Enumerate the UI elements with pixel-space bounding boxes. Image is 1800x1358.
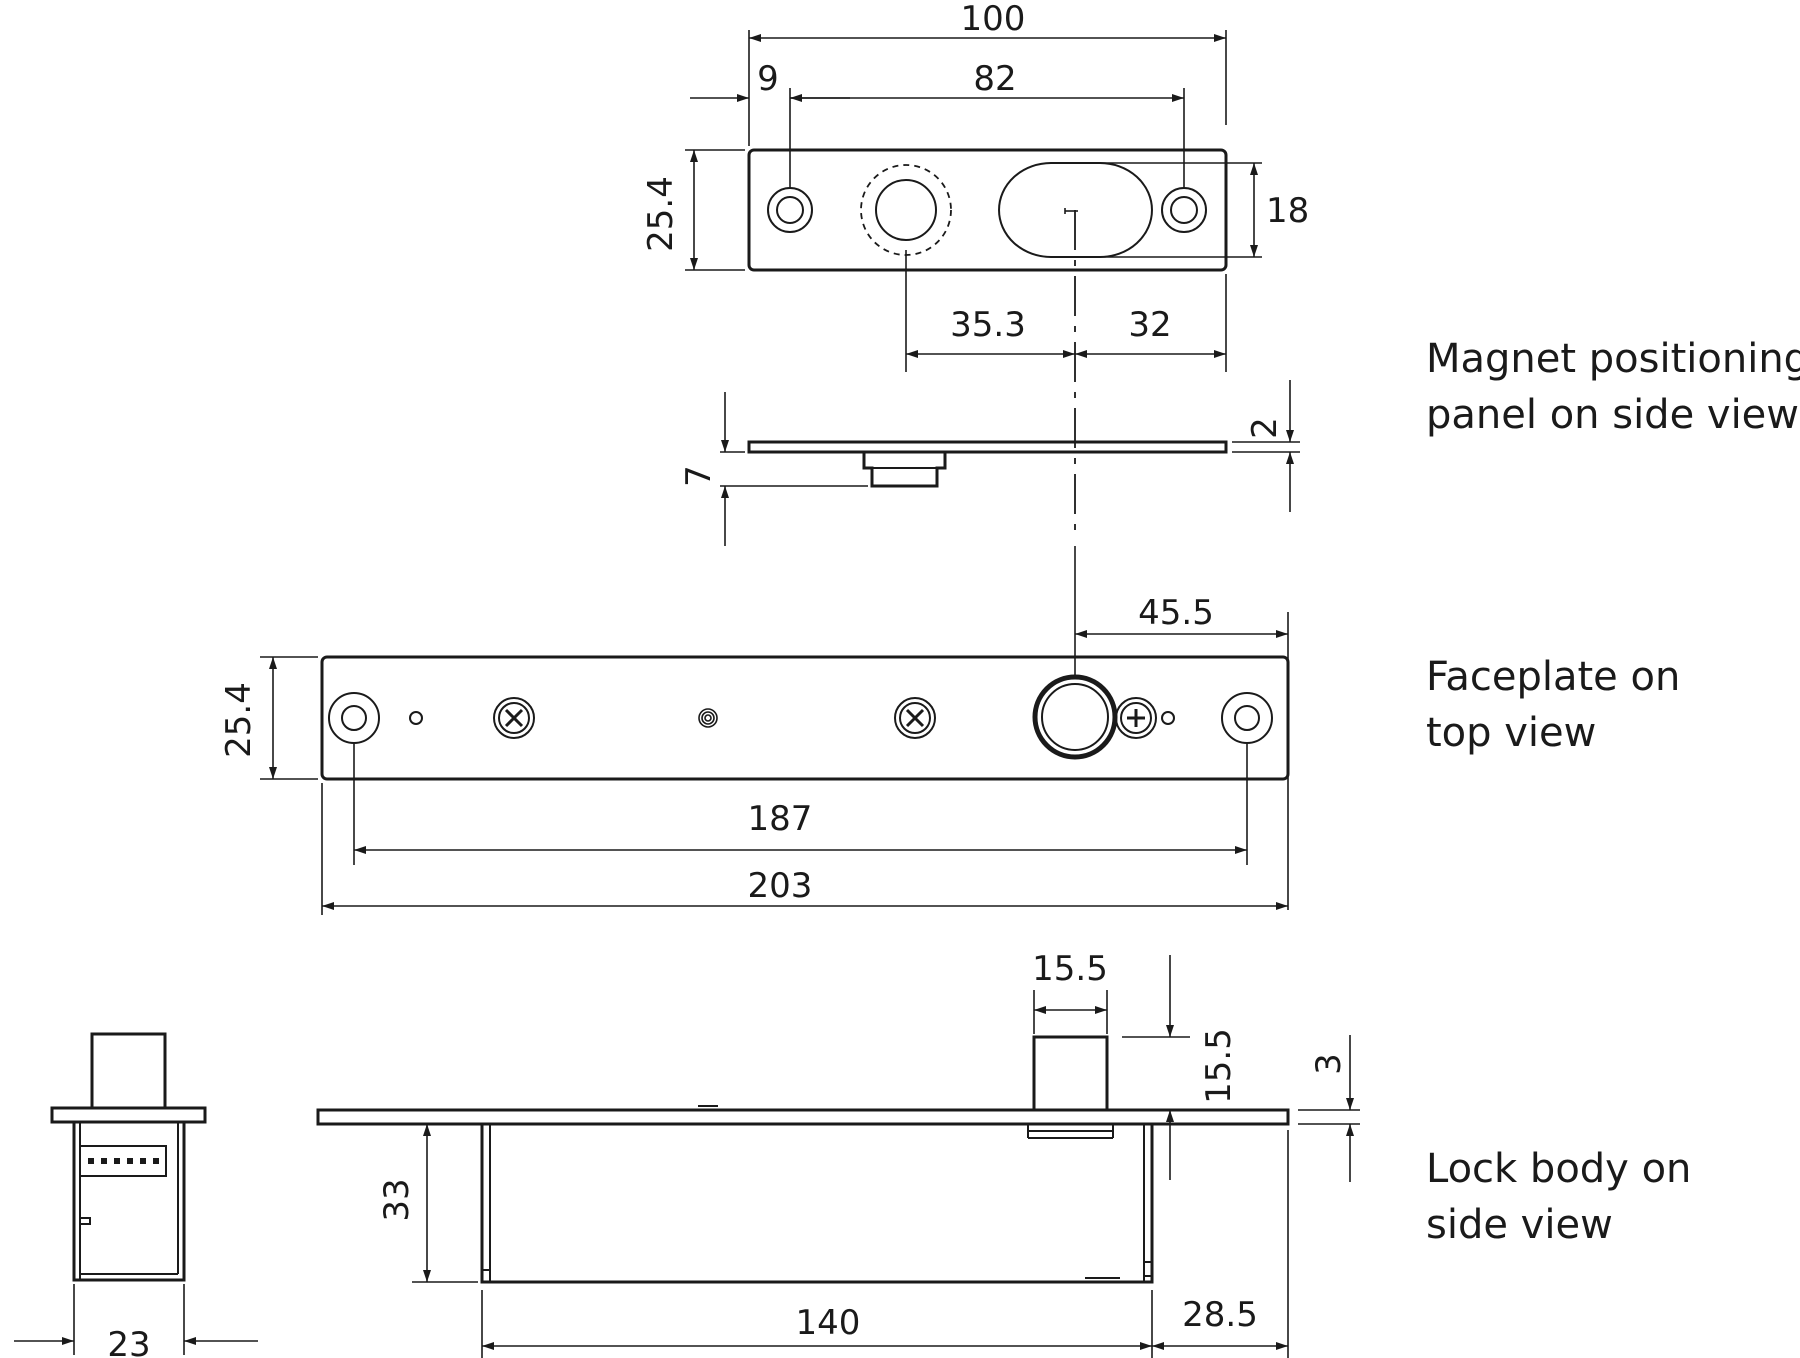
screw-icon bbox=[1115, 697, 1157, 739]
lock-body-end-view bbox=[50, 1032, 207, 1282]
dim-faceplate-hole-spacing: 187 bbox=[748, 799, 813, 839]
dim-lock-body-depth: 33 bbox=[377, 1178, 417, 1221]
magnet-panel-side-view bbox=[747, 440, 1228, 488]
dim-magnet-side-thickness: 2 bbox=[1245, 417, 1285, 439]
dim-magnet-center-to-end: 32 bbox=[1128, 305, 1171, 345]
faceplate-label-line1: Faceplate on bbox=[1426, 654, 1680, 700]
magnet-side-dimensions: 2 7 bbox=[679, 380, 1300, 546]
dim-magnet-boss-to-center: 35.3 bbox=[950, 305, 1026, 345]
connector-pins bbox=[88, 1158, 159, 1164]
magnet-panel-front-view bbox=[747, 148, 1228, 272]
dim-faceplate-length: 203 bbox=[748, 866, 813, 906]
dim-lock-plate-thickness: 3 bbox=[1309, 1053, 1349, 1075]
dim-lock-end-width: 23 bbox=[107, 1325, 150, 1358]
dim-lock-body-length: 140 bbox=[796, 1303, 861, 1343]
dim-lock-bolt-width: 15.5 bbox=[1032, 949, 1108, 989]
dim-magnet-hole-spacing: 82 bbox=[973, 59, 1016, 99]
lock-body-label-line1: Lock body on bbox=[1426, 1146, 1691, 1192]
lock-body-label-line2: side view bbox=[1426, 1202, 1613, 1248]
dim-lock-body-to-end: 28.5 bbox=[1182, 1295, 1258, 1335]
sensor-icon bbox=[698, 708, 718, 728]
dim-magnet-side-depth: 7 bbox=[679, 465, 719, 487]
screw-icon bbox=[493, 697, 535, 739]
lock-body-side-view bbox=[316, 1035, 1290, 1284]
dim-magnet-slot-height: 18 bbox=[1266, 191, 1309, 231]
faceplate-top-view bbox=[320, 655, 1290, 781]
view-labels: Magnet positioning panel on side view Fa… bbox=[1426, 336, 1800, 1248]
dim-magnet-hole-offset: 9 bbox=[757, 59, 779, 99]
lock-side-dimensions: 15.5 15.5 3 33 140 28.5 bbox=[377, 949, 1360, 1358]
magnet-panel-dimensions: 100 9 82 25.4 18 35.3 32 bbox=[641, 0, 1309, 540]
magnet-panel-label-line2: panel on side view bbox=[1426, 392, 1799, 438]
dim-lock-bolt-projection: 15.5 bbox=[1199, 1028, 1239, 1104]
dim-faceplate-bolt-to-end: 45.5 bbox=[1138, 593, 1214, 633]
dim-magnet-length: 100 bbox=[961, 0, 1026, 39]
lock-end-dimensions: 23 bbox=[14, 1284, 258, 1358]
screw-icon bbox=[894, 697, 936, 739]
faceplate-label-line2: top view bbox=[1426, 710, 1596, 756]
faceplate-dimensions: 25.4 45.5 187 203 bbox=[219, 546, 1289, 915]
dim-faceplate-height: 25.4 bbox=[219, 682, 259, 758]
magnet-panel-label-line1: Magnet positioning bbox=[1426, 336, 1800, 382]
dim-magnet-height: 25.4 bbox=[641, 176, 681, 252]
